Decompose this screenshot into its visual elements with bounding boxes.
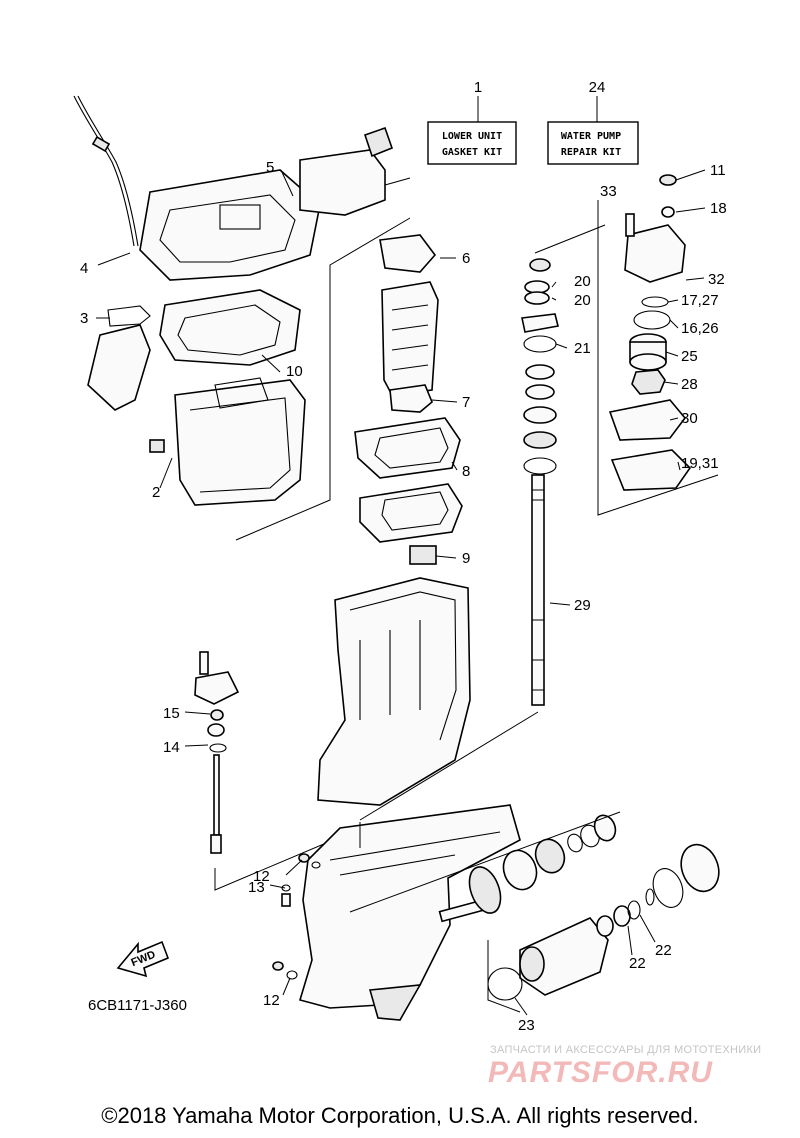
shaft-top-lead: [534, 224, 606, 254]
copyright-notice: ©2018 Yamaha Motor Corporation, U.S.A. A…: [101, 1103, 699, 1128]
upper-case: [317, 577, 471, 806]
callout-20-b: 20: [574, 292, 591, 309]
callout-8: 8: [462, 463, 470, 480]
exhaust-manifold: [381, 281, 439, 396]
kit-water-pump-line1: WATER PUMP: [561, 131, 621, 142]
callout-4: 4: [80, 260, 88, 277]
gear-lead: [349, 811, 621, 913]
callout-10: 10: [286, 363, 303, 380]
leader-lines: [96, 169, 706, 1016]
oil-pan: [149, 377, 306, 506]
oring-16-26: [633, 310, 671, 330]
watermark-caption: ЗАПЧАСТИ И АКСЕССУАРЫ ДЛЯ МОТОТЕХНИКИ: [490, 1044, 762, 1056]
callout-12-upper: 12: [253, 868, 270, 885]
fwd-arrow-icon: FWD: [116, 940, 170, 978]
kit-water-pump-repair[interactable]: 24 WATER PUMP REPAIR KIT: [547, 79, 639, 165]
water-pump-housing: [624, 174, 686, 283]
shaft-lead: [359, 711, 539, 821]
shift-rod-group: [194, 651, 240, 854]
drain-plugs: [272, 853, 321, 980]
callout-22-b: 22: [629, 955, 646, 972]
callout-30: 30: [681, 410, 698, 427]
callout-32: 32: [708, 271, 725, 288]
callout-20-a: 20: [574, 273, 591, 290]
outer-plate-cartridge-30: [608, 399, 687, 441]
callout-numbers: 2 3 4 5 6 7 8 9 10 11 12 12 13 14 15 16,…: [80, 159, 727, 1034]
oring-17-27: [641, 296, 669, 308]
callout-19-31: 19,31: [681, 455, 719, 472]
gasket-7: [389, 384, 433, 413]
callout-18: 18: [710, 200, 727, 217]
callout-12-lower: 12: [263, 992, 280, 1009]
callout-2: 2: [152, 484, 160, 501]
exhaust-gasket-6: [379, 234, 437, 273]
callout-25: 25: [681, 348, 698, 365]
impeller-28: [631, 369, 666, 395]
housing-frame: [487, 940, 521, 1013]
callout-24: 24: [589, 79, 606, 96]
watermark-logo[interactable]: PARTSFOR.RU: [488, 1056, 713, 1089]
callout-29: 29: [574, 597, 591, 614]
callout-1: 1: [474, 79, 482, 96]
kit-lower-unit-line2: GASKET KIT: [442, 147, 502, 158]
diagram-code: 6CB1171-J360: [88, 997, 187, 1014]
callout-23: 23: [518, 1017, 535, 1034]
callout-5: 5: [266, 159, 274, 176]
propeller-shaft-housing: [519, 900, 641, 996]
callout-7: 7: [462, 394, 470, 411]
callout-3: 3: [80, 310, 88, 327]
callout-9: 9: [462, 550, 470, 567]
exhaust-plate: [359, 483, 463, 543]
damper-9: [409, 545, 437, 565]
kit-lower-unit-gasket[interactable]: 1 LOWER UNIT GASKET KIT: [427, 79, 517, 165]
callout-13: 13: [248, 879, 265, 896]
oring-23: [487, 967, 523, 1001]
callout-11: 11: [710, 162, 726, 179]
callout-21: 21: [574, 340, 591, 357]
callout-17-27: 17,27: [681, 292, 719, 309]
callout-33: 33: [600, 183, 617, 200]
gear-group: [438, 814, 720, 923]
callout-14: 14: [163, 739, 180, 756]
callout-6: 6: [462, 250, 470, 267]
lower-case: [298, 804, 521, 1021]
plate-gasket-19-31: [610, 449, 692, 491]
callout-22-a: 22: [655, 942, 672, 959]
shift-rod-frame: [214, 837, 339, 891]
gasket-8: [354, 417, 461, 479]
callout-28: 28: [681, 376, 698, 393]
bearing-stack: [521, 258, 559, 475]
callout-16-26: 16,26: [681, 320, 719, 337]
assembly-frame-left: [235, 217, 411, 541]
kit-water-pump-line2: REPAIR KIT: [561, 147, 621, 158]
drive-shaft: [531, 474, 545, 706]
gasket-10: [159, 289, 301, 366]
upper-casing-group: [73, 95, 411, 281]
water-pump-frame: [597, 200, 719, 516]
callout-15: 15: [163, 705, 180, 722]
kit-lower-unit-line1: LOWER UNIT: [442, 131, 502, 142]
impeller-cup-25: [629, 333, 667, 371]
oil-strainer: [87, 324, 151, 411]
gasket-3: [107, 305, 151, 327]
